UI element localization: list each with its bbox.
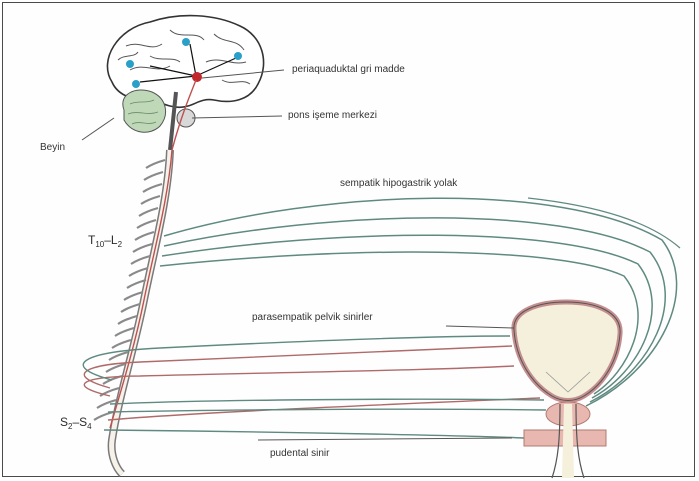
urethra-lumen (562, 404, 574, 478)
pelvic-nerve (104, 430, 524, 438)
parasympathetic-label: parasempatik pelvik sinirler (252, 312, 373, 323)
nerve-root (124, 292, 143, 300)
periaqueductal-label: periaquaduktal gri madde (292, 64, 405, 75)
pelvic-nerve (108, 409, 546, 412)
segment-subscript: 2 (118, 240, 123, 249)
nerve-root (94, 412, 113, 420)
nerve-root (133, 244, 152, 252)
nerve-roots (94, 160, 165, 420)
pelvic-nerves (83, 336, 546, 438)
pudendal-label: pudental sinir (270, 448, 330, 459)
nerve-root (115, 328, 134, 336)
cortex-node (126, 60, 134, 68)
segment-subscript: 4 (87, 422, 92, 431)
nerve-root (144, 172, 163, 180)
nerve-root (112, 340, 131, 348)
nerve-root (118, 316, 137, 324)
nerve-root (139, 208, 158, 216)
cortex-node (182, 38, 190, 46)
nerve-root (135, 232, 154, 240)
nerve-root (143, 184, 162, 192)
sympathetic-label: sempatik hipogastrik yolak (340, 178, 458, 189)
pelvic-nerve (83, 336, 510, 380)
periaqueductal-node (192, 72, 202, 82)
cerebellum (123, 90, 166, 132)
brain-label: Beyin (40, 142, 65, 153)
pudendal-leader (258, 438, 512, 440)
thoracolumbar-segment-label: T10–L2 (88, 233, 123, 249)
segment-letter: S (60, 415, 68, 429)
sacral-segment-label: S2–S4 (60, 415, 92, 431)
pelvic-nerve (110, 399, 544, 404)
nerve-root (141, 196, 160, 204)
brain-icon (107, 16, 263, 150)
pons-label: pons işeme merkezi (288, 110, 377, 121)
brain-leader (82, 118, 114, 140)
segment-separator: –L (104, 233, 118, 247)
nerve-root (121, 304, 140, 312)
nerve-root (131, 256, 150, 264)
nerve-root (137, 220, 156, 228)
nerve-root (146, 160, 165, 168)
cortex-node (132, 80, 140, 88)
segment-separator: –S (72, 415, 87, 429)
cortex-node (234, 52, 242, 60)
pons-leader (192, 116, 282, 118)
parasympathetic-nerve (84, 346, 512, 388)
parasympathetic-nerve (84, 366, 514, 396)
nerve-root (129, 268, 148, 276)
parasympathetic-leader-line (446, 326, 514, 328)
